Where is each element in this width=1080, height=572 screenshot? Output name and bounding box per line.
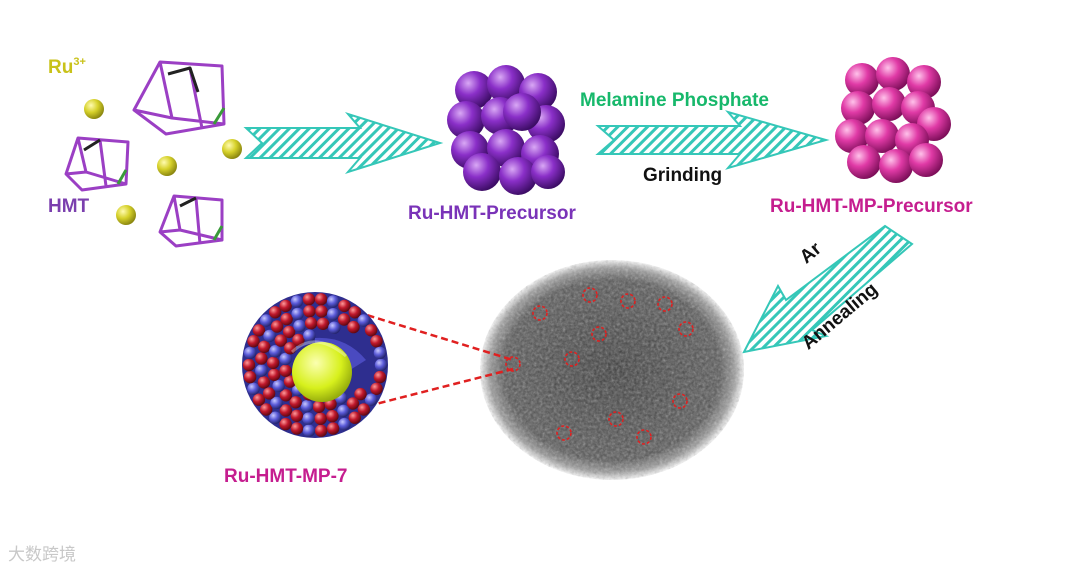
shell-bead <box>317 318 329 330</box>
shell-bead <box>338 300 350 312</box>
shell-bead <box>258 341 270 353</box>
shell-bead <box>303 305 315 317</box>
mp-precursor-sphere-cluster <box>835 57 951 183</box>
ru-ion-dot <box>222 139 242 159</box>
shell-bead <box>280 313 292 325</box>
shell-bead <box>327 422 339 434</box>
ru3-ion-label: Ru3+ <box>48 56 86 79</box>
ru-hmt-mp-precursor-label: Ru-HMT-MP-Precursor <box>770 196 973 218</box>
hmt-cage-molecule <box>134 62 224 134</box>
shell-bead <box>279 365 291 377</box>
shell-bead <box>244 347 256 359</box>
grinding-label: Grinding <box>643 165 722 187</box>
shell-bead <box>338 418 350 430</box>
hmt-cage-molecule <box>66 138 128 190</box>
charge-superscript: 3+ <box>73 56 86 68</box>
hmt-cage-molecule <box>160 196 222 246</box>
ru-hmt-precursor-label: Ru-HMT-Precursor <box>408 203 576 225</box>
ru-ion-dot <box>84 99 104 119</box>
shell-bead <box>279 418 291 430</box>
shell-bead <box>315 305 327 317</box>
shell-bead <box>370 383 382 395</box>
shell-bead <box>303 425 315 437</box>
shell-bead <box>365 324 377 336</box>
hmt-label: HMT <box>48 196 89 218</box>
shell-bead <box>291 308 303 320</box>
shell-bead <box>253 324 265 336</box>
shell-bead <box>244 371 256 383</box>
shell-bead <box>328 322 340 334</box>
shell-bead <box>337 405 349 417</box>
shell-bead <box>349 412 361 424</box>
shell-bead <box>305 317 317 329</box>
tem-micrograph <box>480 260 744 480</box>
shell-bead <box>303 293 315 305</box>
shell-bead <box>315 293 327 305</box>
shell-bead <box>313 401 325 413</box>
shell-bead <box>269 345 281 357</box>
shell-bead <box>365 394 377 406</box>
shell-bead <box>327 308 339 320</box>
ru-ion-dot <box>157 156 177 176</box>
shell-bead <box>374 347 386 359</box>
striped-arrow <box>598 112 826 168</box>
shell-bead <box>370 335 382 347</box>
shell-bead <box>314 413 326 425</box>
ru-ion-dot <box>116 205 136 225</box>
shell-bead <box>279 353 291 365</box>
ru-symbol: Ru <box>48 57 73 78</box>
shell-bead <box>315 425 327 437</box>
shell-bead <box>375 359 387 371</box>
shell-bead <box>260 403 272 415</box>
shell-bead <box>247 383 259 395</box>
shell-bead <box>267 357 279 369</box>
shell-bead <box>247 335 259 347</box>
shell-bead <box>279 300 291 312</box>
shell-bead <box>255 352 267 364</box>
shell-bead <box>358 314 370 326</box>
shell-bead <box>291 410 303 422</box>
shell-bead <box>268 369 280 381</box>
ru-hmt-mp-7-label: Ru-HMT-MP-7 <box>224 466 347 488</box>
shell-bead <box>272 380 284 392</box>
shell-bead <box>327 295 339 307</box>
shell-bead <box>291 295 303 307</box>
shell-bead <box>302 412 314 424</box>
shell-bead <box>293 320 305 332</box>
shell-bead <box>303 329 315 341</box>
shell-bead <box>243 359 255 371</box>
melamine-phosphate-label: Melamine Phosphate <box>580 90 769 112</box>
shell-bead <box>326 410 338 422</box>
shell-bead <box>301 400 313 412</box>
shell-bead <box>283 326 295 338</box>
shell-bead <box>255 364 267 376</box>
shell-bead <box>269 306 281 318</box>
watermark: 大数跨境 <box>8 540 76 565</box>
precursor-sphere-cluster <box>447 65 565 195</box>
shell-bead <box>291 422 303 434</box>
shell-bead <box>258 376 270 388</box>
shell-bead <box>347 321 359 333</box>
shell-bead <box>374 371 386 383</box>
striped-arrow <box>246 114 440 172</box>
core-shell-nanoparticle <box>242 292 388 438</box>
